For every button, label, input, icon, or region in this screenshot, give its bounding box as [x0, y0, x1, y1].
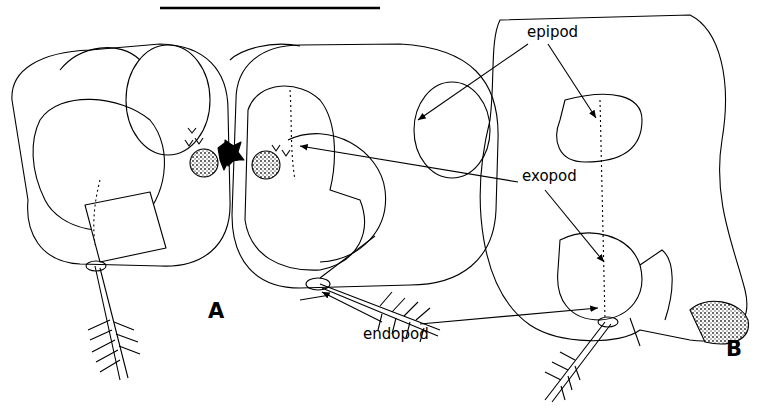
panel-letter: A: [208, 300, 224, 323]
part-label: endopod: [363, 326, 429, 343]
part-label: exopod: [522, 168, 577, 185]
part-label: epipod: [527, 24, 578, 41]
scale-bar: [160, 7, 380, 10]
panel-letter: B: [726, 338, 742, 361]
leader-line: [300, 44, 604, 324]
